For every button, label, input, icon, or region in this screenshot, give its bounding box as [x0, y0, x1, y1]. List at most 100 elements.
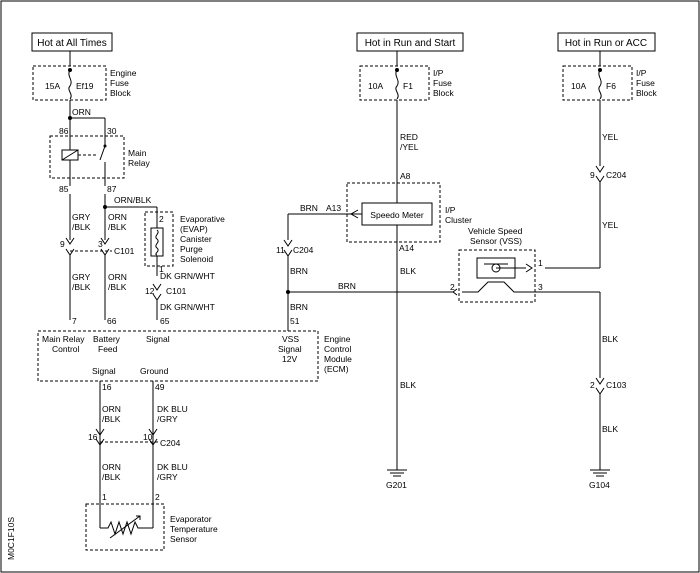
svg-text:65: 65	[160, 316, 170, 326]
svg-text:I/P: I/P	[445, 205, 456, 215]
svg-text:Sensor: Sensor	[170, 534, 197, 544]
ip-fuse-block-outline	[562, 65, 633, 101]
svg-text:Cluster: Cluster	[445, 215, 472, 225]
svg-text:I/P: I/P	[636, 68, 647, 78]
svg-text:A13: A13	[326, 203, 341, 213]
svg-text:Relay: Relay	[128, 158, 150, 168]
svg-text:Ef19: Ef19	[76, 81, 94, 91]
svg-text:16: 16	[88, 432, 98, 442]
vehicle-speed-sensor: Vehicle Speed Sensor (VSS) 1 2 3	[450, 226, 600, 303]
svg-text:Evaporator: Evaporator	[170, 514, 212, 524]
svg-text:A8: A8	[400, 171, 411, 181]
connector-arrow-icon	[65, 237, 75, 245]
svg-text:9: 9	[590, 170, 595, 180]
svg-text:Main Relay: Main Relay	[42, 334, 85, 344]
dk-grn-wht-wire: DK GRN/WHT 12 C101 DK GRN/WHT 65	[145, 271, 215, 326]
svg-text:C204: C204	[160, 438, 181, 448]
svg-text:ORN: ORN	[72, 107, 91, 117]
svg-text:G201: G201	[386, 480, 407, 490]
svg-text:30: 30	[107, 126, 117, 136]
svg-text:Control: Control	[52, 344, 80, 354]
svg-text:A14: A14	[399, 243, 414, 253]
ip-cluster-outline	[346, 182, 441, 243]
svg-text:Block: Block	[433, 88, 455, 98]
ip-fuse-block-outline	[359, 65, 430, 101]
svg-text:BRN: BRN	[290, 302, 308, 312]
evaporator-temperature-sensor: Evaporator Temperature Sensor	[85, 498, 218, 551]
svg-text:Purge: Purge	[180, 244, 203, 254]
svg-text:BLK: BLK	[400, 266, 416, 276]
svg-text:9: 9	[60, 239, 65, 249]
svg-text:GRY: GRY	[72, 272, 91, 282]
svg-text:Block: Block	[110, 88, 132, 98]
ecm-module: Main Relay Control Battery Feed Signal V…	[37, 330, 352, 382]
svg-text:10A: 10A	[571, 81, 586, 91]
svg-text:Signal: Signal	[278, 344, 302, 354]
svg-text:GRY: GRY	[72, 212, 91, 222]
svg-text:C204: C204	[293, 245, 314, 255]
svg-text:BLK: BLK	[602, 424, 618, 434]
svg-text:85: 85	[59, 184, 69, 194]
svg-text:Control: Control	[324, 344, 352, 354]
svg-text:15A: 15A	[45, 81, 60, 91]
power-source-label: Hot in Run and Start	[365, 38, 456, 49]
red-yel-wire: RED /YEL A8	[396, 100, 419, 183]
svg-text:2: 2	[155, 492, 160, 502]
svg-text:Engine: Engine	[324, 334, 351, 344]
svg-text:Signal: Signal	[146, 334, 170, 344]
svg-text:Temperature: Temperature	[170, 524, 218, 534]
svg-text:66: 66	[107, 316, 117, 326]
svg-text:Feed: Feed	[98, 344, 118, 354]
relay-switch-icon	[99, 145, 106, 161]
ecm-outline	[37, 330, 319, 382]
svg-text:12V: 12V	[282, 354, 297, 364]
svg-text:1: 1	[159, 264, 164, 274]
svg-text:DK GRN/WHT: DK GRN/WHT	[160, 302, 215, 312]
svg-text:16: 16	[102, 382, 112, 392]
svg-text:Signal: Signal	[92, 366, 116, 376]
svg-text:1: 1	[538, 258, 543, 268]
fuse-f1-icon	[395, 69, 399, 100]
svg-text:Fuse: Fuse	[636, 78, 655, 88]
svg-text:BRN: BRN	[290, 266, 308, 276]
svg-text:3: 3	[98, 239, 103, 249]
svg-text:Ground: Ground	[140, 366, 169, 376]
svg-text:C103: C103	[606, 380, 627, 390]
main-relay-outline	[49, 135, 125, 179]
svg-text:86: 86	[59, 126, 69, 136]
svg-text:2: 2	[450, 282, 455, 292]
svg-text:Engine: Engine	[110, 68, 137, 78]
svg-text:2: 2	[590, 380, 595, 390]
fuse-ef19-icon	[68, 69, 72, 100]
svg-text:Fuse: Fuse	[433, 78, 452, 88]
svg-text:DK BLU: DK BLU	[157, 404, 188, 414]
svg-text:/YEL: /YEL	[400, 142, 419, 152]
blk-g201-wire: BLK BLK	[396, 248, 416, 470]
svg-text:51: 51	[290, 316, 300, 326]
svg-text:YEL: YEL	[602, 132, 618, 142]
power-source-hot-at-all-times: Hot at All Times	[31, 32, 113, 52]
svg-text:F6: F6	[606, 81, 616, 91]
svg-text:(EVAP): (EVAP)	[180, 224, 208, 234]
figure-id: M0C1F10S	[6, 517, 16, 560]
svg-text:/BLK: /BLK	[72, 282, 91, 292]
power-source-label: Hot at All Times	[37, 38, 106, 49]
svg-text:3: 3	[538, 282, 543, 292]
svg-text:VSS: VSS	[282, 334, 299, 344]
svg-text:Module: Module	[324, 354, 352, 364]
svg-text:1: 1	[102, 492, 107, 502]
svg-text:G104: G104	[589, 480, 610, 490]
evap-temp-sensor-outline	[85, 503, 165, 551]
svg-text:10: 10	[143, 432, 153, 442]
svg-text:DK BLU: DK BLU	[157, 462, 188, 472]
svg-text:12: 12	[145, 286, 155, 296]
svg-text:Main: Main	[128, 148, 147, 158]
gry-blk-wire: GRY /BLK 9 GRY /BLK 7	[60, 194, 91, 326]
svg-text:Speedo Meter: Speedo Meter	[370, 210, 424, 220]
svg-text:BRN: BRN	[338, 281, 356, 291]
svg-text:ORN: ORN	[102, 462, 121, 472]
svg-text:F1: F1	[403, 81, 413, 91]
svg-text:/GRY: /GRY	[157, 414, 178, 424]
svg-text:Block: Block	[636, 88, 658, 98]
